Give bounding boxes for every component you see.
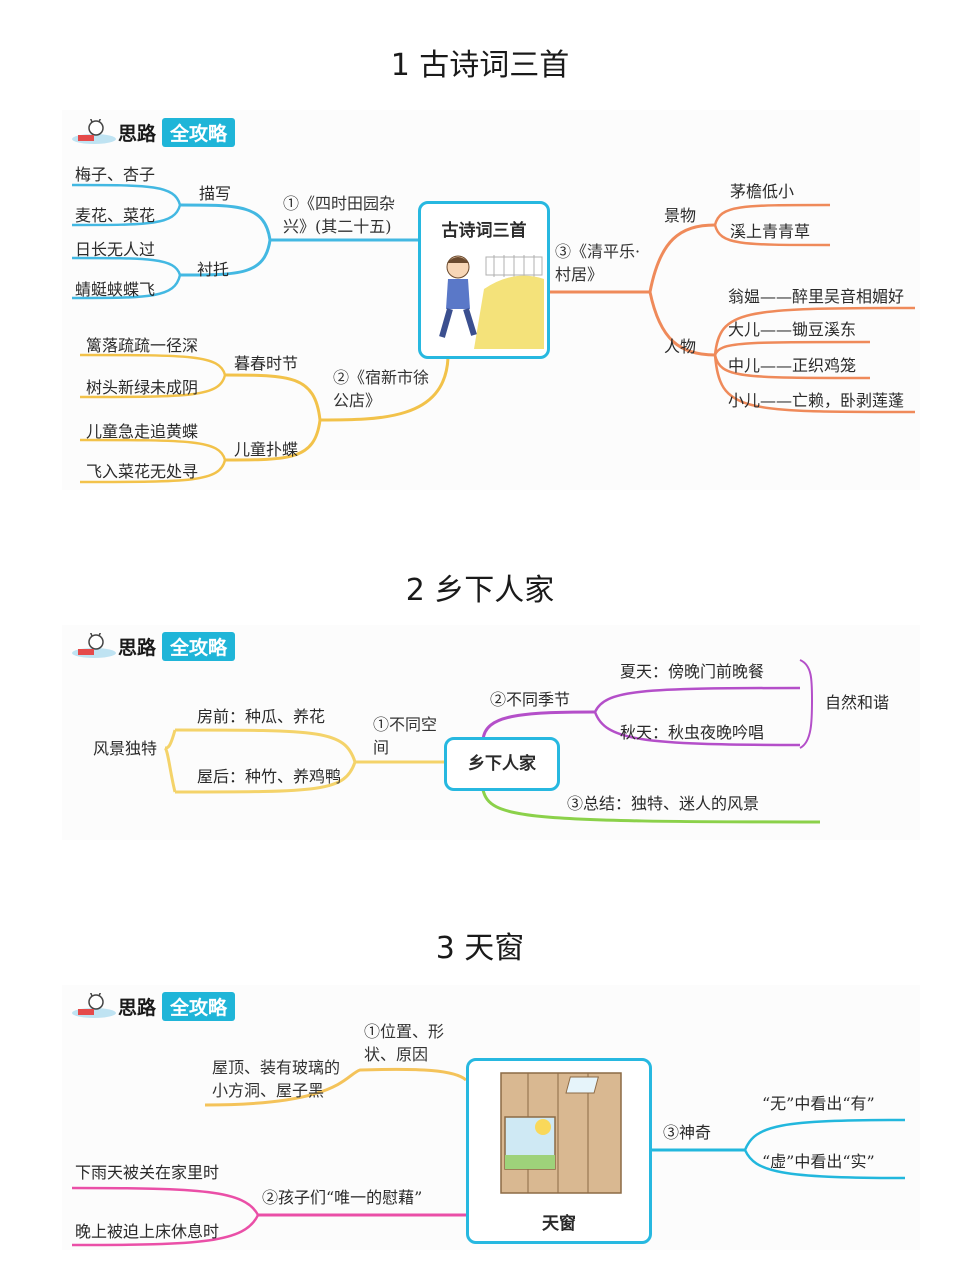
leaf-thatched-eaves: 茅檐低小 [730,182,795,201]
center-node-1: 古诗词三首 [418,201,550,359]
leaf-old-couple: 翁媪——醉里吴音相媚好 [728,287,905,306]
branch-space-label: ①不同空间 [373,715,438,758]
leaf-back-house: 屋后：种竹、养鸡鸭 [197,767,342,786]
branch-2-label: ②《宿新市徐公店》 [333,368,430,411]
leaf-wheat-rape: 麦花、菜花 [75,206,156,225]
sub-branch-late-spring: 暮春时节 [234,354,299,373]
sub-branch-scenery: 景物 [664,206,697,225]
center-node-2: 乡下人家 [444,737,560,791]
leaf-fence: 篱落疏疏一径深 [86,336,199,355]
leaf-front-house: 房前：种瓜、养花 [197,707,326,726]
root-unique-scenery: 风景独特 [93,739,158,758]
leaf-summer: 夏天：傍晚门前晚餐 [620,662,765,681]
section-2-title: 2 乡下人家 [405,573,555,608]
leaf-eldest-son: 大儿——锄豆溪东 [728,320,857,339]
mascot-icon [72,633,116,658]
illustration-boy-field [424,249,544,349]
branch-magic-label: ③神奇 [663,1123,712,1142]
leaf-middle-son: 中儿——正织鸡笼 [728,356,857,375]
leaf-bedtime: 晚上被迫上床休息时 [75,1222,220,1241]
mascot-icon [72,993,116,1018]
leaf-rape-flowers: 飞入菜花无处寻 [86,462,199,481]
leaf-autumn: 秋天：秋虫夜晚吟唱 [620,723,765,742]
leaf-plums-apricots: 梅子、杏子 [75,165,156,184]
note-natural-harmony: 自然和谐 [825,693,890,712]
branch-position-label: ①位置、形状、原因 [364,1022,445,1065]
section-2-badge: 思路全攻略 [70,631,236,661]
branch-comfort-label: ②孩子们“唯一的慰藉” [262,1188,423,1207]
leaf-dragonfly: 蜻蜓蛱蝶飞 [75,280,156,299]
sub-branch-people: 人物 [664,337,697,356]
branch-3-label: ③《清平乐·村居》 [555,242,641,285]
section-3-title: 3 天窗 [435,931,525,966]
illustration-skylight-house [500,1072,622,1194]
leaf-rainy-day: 下雨天被关在家里时 [75,1163,220,1182]
leaf-virtual-real: “虚”中看出“实” [762,1152,875,1171]
section-1-badge: 思路全攻略 [70,117,236,147]
leaf-youngest-son: 小儿——亡赖，卧剥莲蓬 [728,391,905,410]
leaf-long-day: 日长无人过 [75,240,156,259]
branch-season-label: ②不同季节 [490,690,571,709]
leaf-roof-glass: 屋顶、装有玻璃的小方洞、屋子黑 [212,1058,341,1101]
mascot-icon [72,119,116,144]
leaf-new-green: 树头新绿未成阴 [86,378,199,397]
section-1-title: 1 古诗词三首 [390,48,570,83]
sub-branch-describe: 描写 [199,184,232,203]
sub-branch-butterfly: 儿童扑蝶 [234,440,299,459]
leaf-chase-butterfly: 儿童急走追黄蝶 [86,422,199,441]
leaf-nothing-something: “无”中看出“有” [762,1094,875,1113]
branch-summary-label: ③总结：独特、迷人的风景 [567,794,760,813]
section-3-badge: 思路全攻略 [70,991,236,1021]
center-node-3: 天窗 [466,1058,652,1244]
sub-branch-contrast: 衬托 [197,260,230,279]
leaf-green-grass: 溪上青青草 [730,222,811,241]
branch-1-label: ①《四时田园杂兴》(其二十五) [283,194,396,237]
